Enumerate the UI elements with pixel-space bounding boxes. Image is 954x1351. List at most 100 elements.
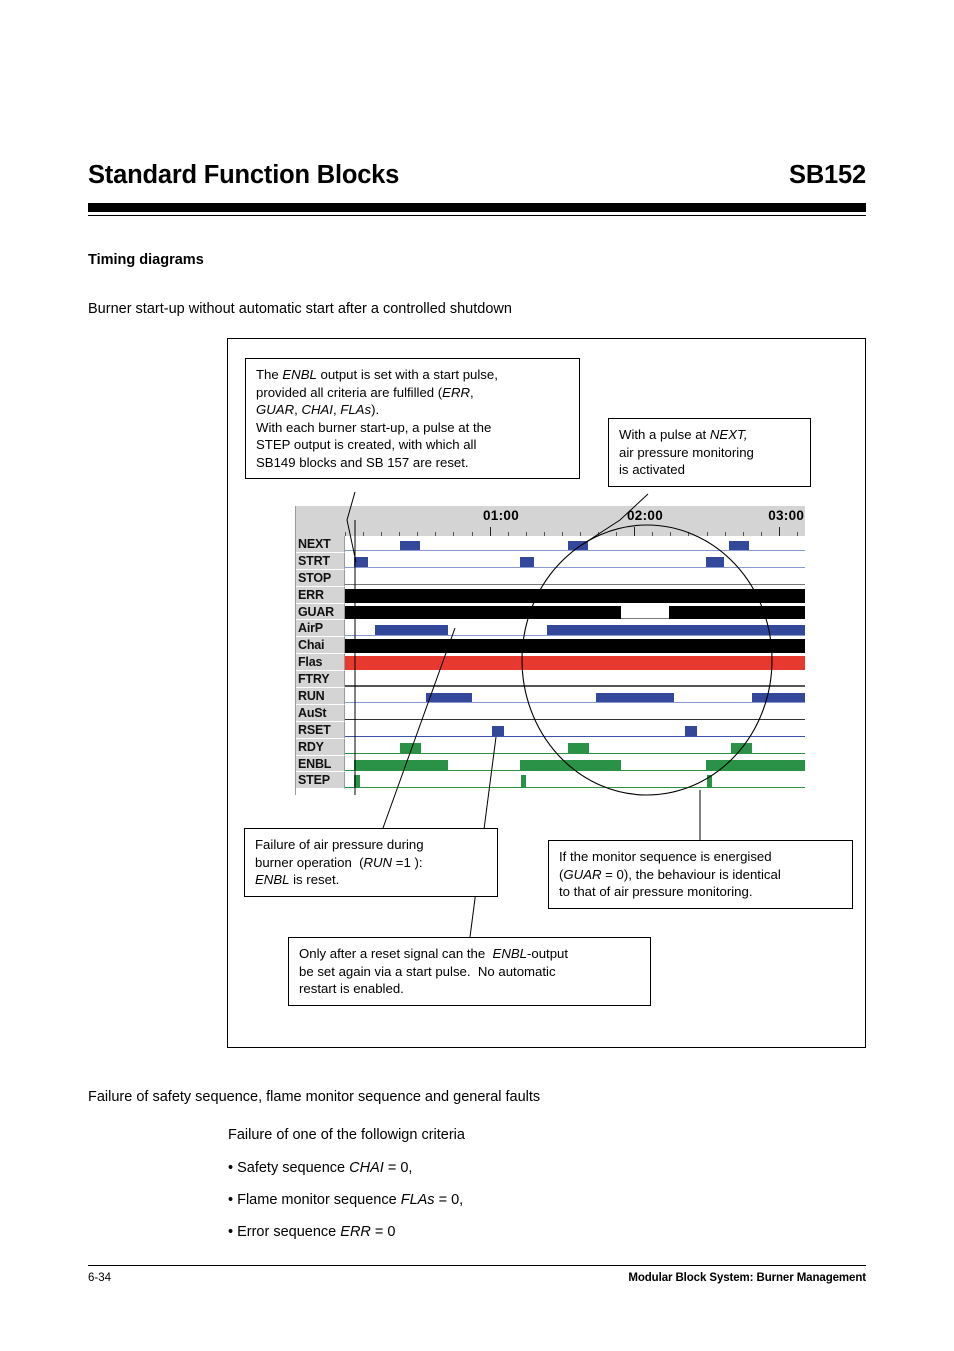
signal-pulse [354,760,449,770]
criteria-item-0: • Safety sequence CHAI = 0, [228,1160,413,1176]
signal-pulse [731,743,753,754]
signal-label-stop: STOP [295,569,345,587]
signal-row-rset: RSET [295,721,805,739]
tick-minor [435,532,437,536]
signal-label-next: NEXT [295,536,345,553]
signal-baseline [345,702,805,704]
tick-minor [417,532,419,536]
criteria-item-2: • Error sequence ERR = 0 [228,1224,396,1240]
signal-track-strt [345,552,805,570]
signal-row-stop: STOP [295,569,805,587]
signal-track-rset [345,721,805,739]
tick-minor [453,532,455,536]
page-code: SB152 [789,160,866,189]
signal-baseline [345,583,805,586]
callout-monitor-sequence: If the monitor sequence is energised (GU… [548,840,853,909]
section-heading-timing-diagrams: Timing diagrams [88,252,204,268]
signal-label-chai: Chai [295,637,345,655]
signal-row-run: RUN [295,688,805,705]
signal-label-aust: AuSt [295,704,345,722]
criteria-intro: Failure of one of the followign criteria [228,1127,465,1143]
time-label-0100: 01:00 [483,508,520,523]
page-title: Standard Function Blocks [88,160,400,189]
signal-row-airp: AirP [295,620,805,638]
signal-row-err: ERR [295,586,805,604]
time-label-0300: 03:00 [768,508,805,523]
signal-baseline [345,719,805,721]
tick-minor [507,532,509,536]
signal-pulse [685,726,697,737]
time-label-0200: 02:00 [626,508,663,523]
chart-left-edge [295,506,296,795]
tick-minor [363,532,365,536]
signal-track-next [345,536,805,553]
failure-heading: Failure of safety sequence, flame monito… [88,1089,541,1105]
signal-label-enbl: ENBL [295,755,345,773]
signal-pulse [706,557,725,568]
signal-label-step: STEP [295,772,345,790]
signal-pulse [374,624,449,635]
signal-track-step [345,772,805,790]
section-subtitle: Burner start-up without automatic start … [88,301,512,317]
signal-label-guar: GUAR [295,603,345,621]
signal-pulse [568,540,588,551]
page-footer: 6-34 Modular Block System: Burner Manage… [88,1272,866,1284]
callout-air-pressure-failure: Failure of air pressure during burner op… [244,828,498,897]
signal-row-step: STEP [295,772,805,790]
signal-pulse [752,692,805,703]
signal-row-strt: STRT [295,552,805,570]
signal-baseline [345,567,805,569]
signal-pulse [345,656,805,671]
signal-label-rset: RSET [295,721,345,739]
tick-minor [796,532,798,536]
signal-pulse [400,743,421,754]
signal-label-strt: STRT [295,552,345,570]
signal-track-aust [345,704,805,722]
signal-track-stop [345,569,805,587]
footer-source: Modular Block System: Burner Management [628,1272,866,1284]
signal-row-rdy: RDY [295,738,805,756]
signal-row-ftry: FTRY [295,671,805,689]
tick-minor [399,532,401,536]
header-rule-thick [88,203,866,212]
criteria-item-1: • Flame monitor sequence FLAs = 0, [228,1192,464,1208]
signal-baseline [345,685,805,687]
signal-pulse [345,588,805,603]
signal-pulse [729,540,749,551]
signal-label-rdy: RDY [295,738,345,756]
footer-rule [88,1265,866,1266]
tick-minor [381,532,383,536]
signal-track-run [345,688,805,705]
signal-pulse [354,557,368,568]
tick-minor [345,532,346,536]
signal-pulse [520,774,527,787]
footer-page-number: 6-34 [88,1272,112,1284]
signal-row-flas: Flas [295,654,805,672]
callout-reset-signal: Only after a reset signal can the ENBL-o… [288,937,651,1006]
signal-label-flas: Flas [295,654,345,672]
signal-pulse [706,774,713,787]
signal-row-guar: GUAR [295,603,805,621]
signal-label-run: RUN [295,688,345,705]
signal-pulse [595,692,674,703]
signal-track-airp [345,620,805,638]
signal-pulse [547,624,805,635]
signal-track-guar [345,603,805,621]
signal-label-airp: AirP [295,620,345,638]
signal-pulse [519,760,621,770]
header-rule-thin [88,215,866,216]
signal-pulse [519,557,534,568]
signal-pulse [354,774,360,787]
signal-pulse [345,605,621,620]
signal-baseline [345,786,805,788]
signal-pulse [706,760,805,770]
signal-track-err [345,586,805,604]
tick-major [634,527,636,536]
tick-major [489,527,491,536]
signal-row-enbl: ENBL [295,755,805,773]
signal-track-rdy [345,738,805,756]
page-header: Standard Function Blocks SB152 [88,148,866,188]
signal-pulse [568,743,589,754]
